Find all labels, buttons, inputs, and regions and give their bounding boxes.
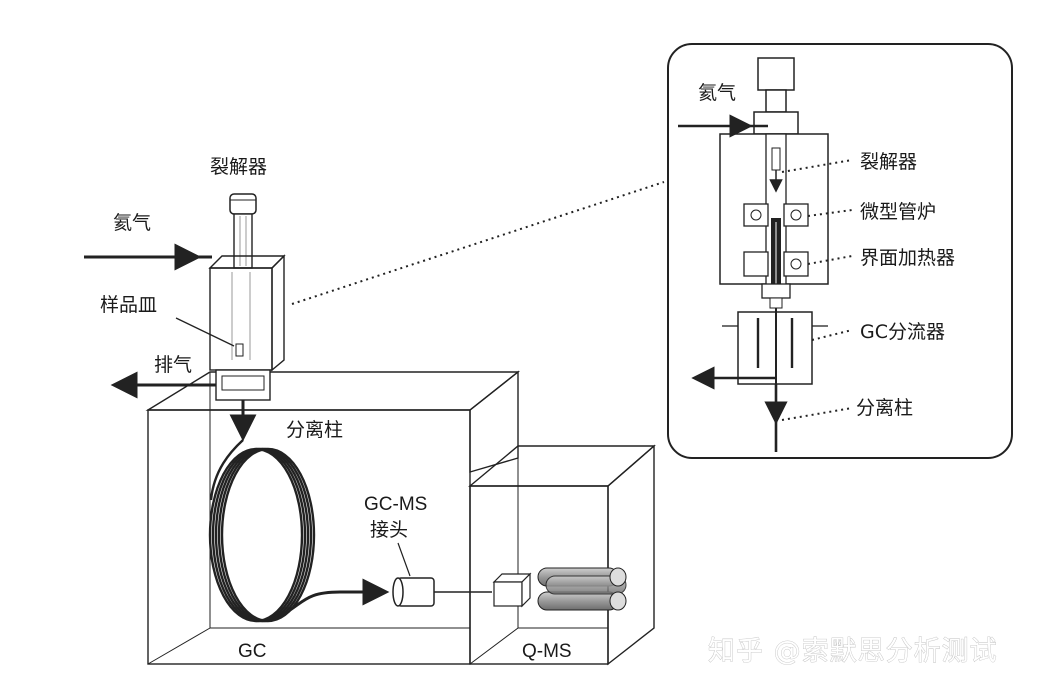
- gcms-interface: [392, 542, 492, 607]
- inset-panel: [667, 43, 1013, 459]
- inset-interface-heater-label: 界面加热器: [860, 247, 955, 269]
- zoom-connector: [291, 181, 665, 305]
- inset-micro-furnace-label: 微型管炉: [860, 201, 936, 223]
- watermark: 知乎 @索默思分析测试: [708, 636, 998, 667]
- gcms-interface-label-line2: 接头: [370, 519, 408, 541]
- inset-pyrolyzer-label: 裂解器: [860, 151, 917, 173]
- column-label: 分离柱: [286, 419, 343, 441]
- pyrolyzer-unit: [208, 193, 286, 401]
- vent-label: 排气: [154, 354, 192, 376]
- gc-label: GC: [238, 641, 267, 662]
- column-to-interface: [289, 590, 380, 612]
- inset-column-label: 分离柱: [856, 397, 913, 419]
- pyrolyzer-label: 裂解器: [210, 156, 267, 178]
- inset-gc-splitter-label: GC分流器: [860, 321, 945, 343]
- inset-helium-label: 氦气: [698, 82, 736, 104]
- gcms-interface-label-line1: GC-MS: [364, 494, 427, 515]
- qms-box: [468, 444, 656, 666]
- qms-label: Q-MS: [522, 641, 572, 662]
- helium-label: 氦气: [113, 212, 151, 234]
- gc-oven: [145, 370, 521, 665]
- sample-cup-label: 样品皿: [100, 294, 157, 316]
- sample-cup-shape: [235, 343, 244, 357]
- quadrupole-analyzer: [492, 567, 627, 611]
- column-coil: [208, 439, 316, 623]
